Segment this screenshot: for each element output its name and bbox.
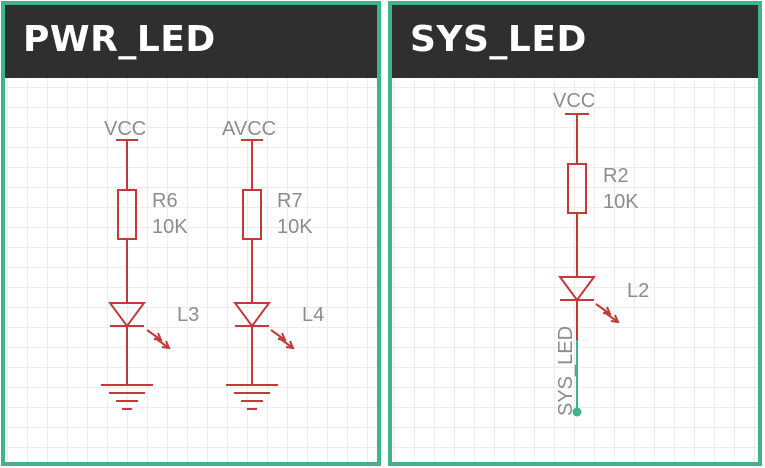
resistor-value: 10K (277, 216, 313, 238)
pwr-led-panel: PWR_LED (1, 1, 381, 466)
ground-symbol (101, 384, 153, 410)
panel-header: PWR_LED (5, 5, 377, 78)
sys-led-panel: SYS_LED (388, 1, 762, 466)
circuit-r2-l2: VCC R2 10K L2 SYS_LED (553, 90, 649, 417)
net-label-sys-led: SYS_LED (555, 326, 577, 416)
led-emission-arrow (146, 329, 162, 341)
resistor-r7[interactable] (242, 189, 262, 240)
resistor-value: 10K (152, 216, 188, 238)
net-junction[interactable] (572, 407, 582, 417)
led-designator: L3 (177, 304, 199, 326)
circuit-r6-l3: VCC R6 10K L3 (101, 118, 199, 410)
resistor-value: 10K (603, 191, 639, 213)
resistor-designator: R6 (152, 190, 178, 212)
led-emission-arrow (270, 329, 286, 341)
resistor-r6[interactable] (117, 189, 137, 240)
resistor-r2[interactable] (567, 163, 587, 214)
led-l2[interactable] (558, 276, 596, 302)
led-emission-arrow (603, 311, 619, 323)
led-l4[interactable] (233, 302, 271, 328)
led-emission-arrow (595, 303, 611, 315)
resistor-designator: R2 (603, 165, 629, 187)
led-l3[interactable] (108, 302, 146, 328)
led-designator: L4 (302, 304, 324, 326)
ground-symbol (226, 384, 278, 410)
supply-label-avcc: AVCC (222, 118, 276, 140)
resistor-designator: R7 (277, 190, 303, 212)
panel-title: PWR_LED (23, 19, 216, 60)
panel-title: SYS_LED (410, 19, 587, 60)
panel-header: SYS_LED (392, 5, 758, 78)
led-designator: L2 (627, 280, 649, 302)
led-emission-arrow (154, 337, 170, 349)
circuit-r7-l4: AVCC R7 10K L4 (222, 118, 324, 410)
supply-label-vcc: VCC (104, 118, 146, 140)
supply-label-vcc: VCC (553, 90, 595, 112)
led-emission-arrow (278, 337, 294, 349)
